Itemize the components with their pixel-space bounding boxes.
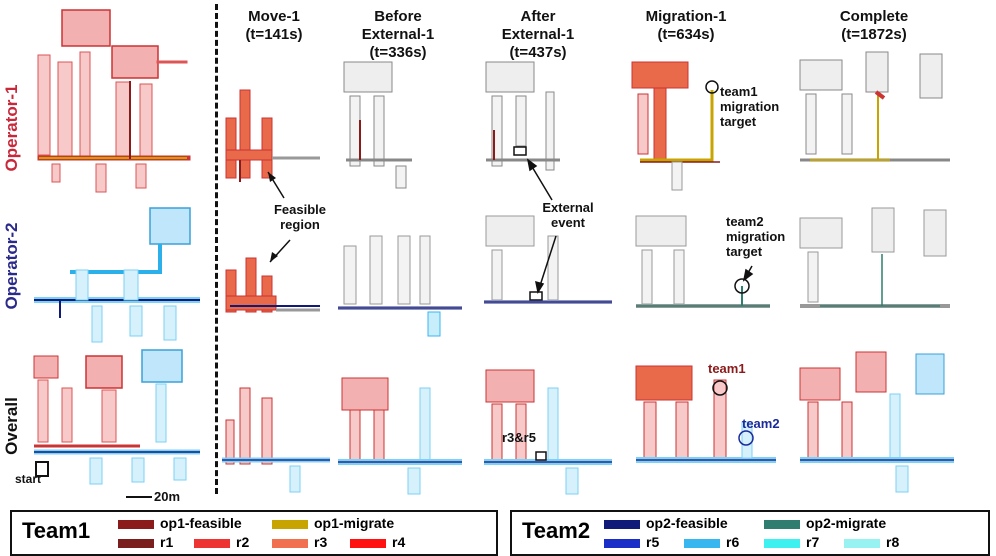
legend-item-label: r4 bbox=[392, 534, 406, 550]
col-title: Migration-1 bbox=[645, 8, 727, 25]
overall-map bbox=[33, 349, 200, 498]
legend-swatch bbox=[604, 519, 640, 529]
legend-team1: Team1 op1-feasible op1-migrate r1 r2 r3 … bbox=[10, 510, 498, 556]
move1-op2 bbox=[225, 239, 320, 313]
start-label: start bbox=[14, 472, 41, 486]
legend-swatch bbox=[118, 538, 154, 548]
col-time: (t=634s) bbox=[657, 26, 715, 43]
legend-item: r1 bbox=[118, 534, 173, 550]
legend-item-label: op1-migrate bbox=[314, 515, 395, 531]
legend-item: r8 bbox=[844, 534, 899, 550]
legend-swatch bbox=[350, 538, 386, 548]
scale-bar-label: 20m bbox=[154, 489, 181, 504]
move1-overall bbox=[222, 387, 330, 493]
legend-item: r7 bbox=[764, 534, 819, 550]
team1-label: team1 bbox=[708, 361, 746, 376]
complete-op1 bbox=[799, 51, 950, 162]
col-time: (t=1872s) bbox=[841, 26, 907, 43]
legend-item-label: r6 bbox=[726, 534, 740, 550]
legend-team2-title: Team2 bbox=[522, 518, 591, 543]
legend-item-label: op2-feasible bbox=[646, 515, 728, 531]
after-op2 bbox=[484, 215, 612, 304]
after-op1 bbox=[485, 61, 560, 171]
col-time: (t=437s) bbox=[509, 44, 567, 61]
legend-item-label: op2-migrate bbox=[806, 515, 887, 531]
legend-item: r2 bbox=[194, 534, 249, 550]
legend-item: r3 bbox=[272, 534, 327, 550]
legend-swatch bbox=[844, 538, 880, 548]
legend-item: op2-migrate bbox=[764, 515, 886, 531]
col-header-move1: Move-1 (t=141s) bbox=[204, 8, 344, 44]
legend-item: op1-migrate bbox=[272, 515, 394, 531]
external-event-label: External event bbox=[542, 200, 594, 230]
legend-item-label: r3 bbox=[314, 534, 328, 550]
complete-op2 bbox=[799, 207, 950, 308]
before-op1 bbox=[343, 61, 412, 189]
after-overall bbox=[484, 369, 612, 495]
feasible-region-label: Feasible region bbox=[273, 202, 327, 232]
legend-swatch bbox=[684, 538, 720, 548]
legend-item: op1-feasible bbox=[118, 515, 242, 531]
legend-swatch bbox=[118, 519, 154, 529]
migration-overall bbox=[635, 365, 776, 463]
legend-item-label: op1-feasible bbox=[160, 515, 242, 531]
row-label-operator2: Operator-2 bbox=[2, 222, 21, 310]
legend-item-label: r1 bbox=[160, 534, 174, 550]
col-header-before: Before External-1 (t=336s) bbox=[328, 8, 468, 62]
complete-overall bbox=[799, 351, 954, 493]
legend-team2: Team2 op2-feasible op2-migrate r5 r6 r7 … bbox=[510, 510, 990, 556]
col-time: (t=336s) bbox=[369, 44, 427, 61]
team2-target-label: team2 migration target bbox=[726, 214, 786, 259]
op2-map bbox=[34, 207, 200, 343]
col-header-after: After External-1 (t=437s) bbox=[468, 8, 608, 62]
external-event-arrows bbox=[526, 158, 557, 294]
migration-op2 bbox=[635, 215, 770, 308]
legend-swatch bbox=[272, 519, 308, 529]
move1-op1 bbox=[225, 89, 320, 199]
legend-swatch bbox=[604, 538, 640, 548]
col-header-complete: Complete (t=1872s) bbox=[804, 8, 944, 44]
col-title: Move-1 bbox=[248, 8, 300, 25]
col-title: After External-1 bbox=[501, 8, 575, 43]
team2-label: team2 bbox=[742, 416, 780, 431]
row-label-overall: Overall bbox=[2, 397, 21, 455]
col-title: Before External-1 bbox=[361, 8, 435, 43]
legend-item: r4 bbox=[350, 534, 405, 550]
legend-item-label: r7 bbox=[806, 534, 820, 550]
legend-item-label: r8 bbox=[886, 534, 900, 550]
target-arrows bbox=[742, 265, 754, 282]
row-label-operator1: Operator-1 bbox=[2, 84, 21, 172]
before-op2 bbox=[338, 235, 462, 337]
before-overall bbox=[338, 377, 462, 495]
dashed-divider bbox=[215, 4, 218, 494]
col-header-migration: Migration-1 (t=634s) bbox=[616, 8, 756, 44]
legend-swatch bbox=[764, 538, 800, 548]
legend-item: op2-feasible bbox=[604, 515, 728, 531]
op1-map bbox=[37, 9, 191, 193]
migration-op1 bbox=[631, 61, 720, 191]
legend-item: r6 bbox=[684, 534, 739, 550]
legend-swatch bbox=[764, 519, 800, 529]
legend-item-label: r5 bbox=[646, 534, 660, 550]
legend-item-label: r2 bbox=[236, 534, 250, 550]
r3r5-label: r3&r5 bbox=[502, 430, 536, 445]
legend-swatch bbox=[194, 538, 230, 548]
legend-team1-title: Team1 bbox=[22, 518, 91, 543]
legend-item: r5 bbox=[604, 534, 659, 550]
col-time: (t=141s) bbox=[245, 26, 303, 43]
col-title: Complete bbox=[839, 8, 909, 25]
legend-swatch bbox=[272, 538, 308, 548]
team1-target-label: team1 migration target bbox=[720, 84, 780, 129]
